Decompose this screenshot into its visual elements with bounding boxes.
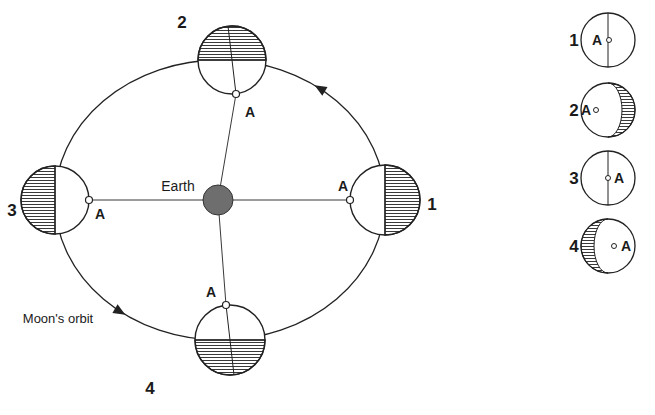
- point-label: A: [206, 285, 216, 299]
- callout-number: 1: [569, 32, 578, 49]
- point-label: A: [621, 239, 631, 253]
- orbit-ellipse: [55, 60, 385, 340]
- callout-number: 3: [569, 170, 578, 187]
- point-label: A: [614, 171, 624, 185]
- moon-symbol: [198, 26, 266, 98]
- callout-number: 4: [145, 380, 154, 397]
- orbit-arrow: [315, 85, 328, 95]
- callout-number: 4: [569, 238, 578, 255]
- moon-view: [581, 219, 635, 273]
- moon-view: [581, 83, 635, 137]
- point-label: A: [592, 33, 602, 47]
- moon-symbol: [21, 166, 93, 234]
- point-label: A: [245, 105, 255, 119]
- point-label: A: [95, 207, 105, 221]
- point-label: A: [581, 103, 591, 117]
- moon-symbol: [195, 302, 265, 376]
- moon-view: [581, 151, 635, 205]
- callout-number: 2: [177, 14, 186, 31]
- body-label: Earth: [161, 179, 194, 193]
- orbit-arrow: [112, 304, 125, 314]
- earth-symbol: [203, 185, 233, 215]
- orbit-label: Moon's orbit: [23, 312, 93, 325]
- callout-number: 2: [569, 102, 578, 119]
- callout-number: 3: [7, 202, 16, 219]
- moon-symbol: [347, 165, 421, 235]
- moon-view: [581, 13, 635, 67]
- point-label: A: [338, 179, 348, 193]
- callout-number: 1: [427, 196, 436, 213]
